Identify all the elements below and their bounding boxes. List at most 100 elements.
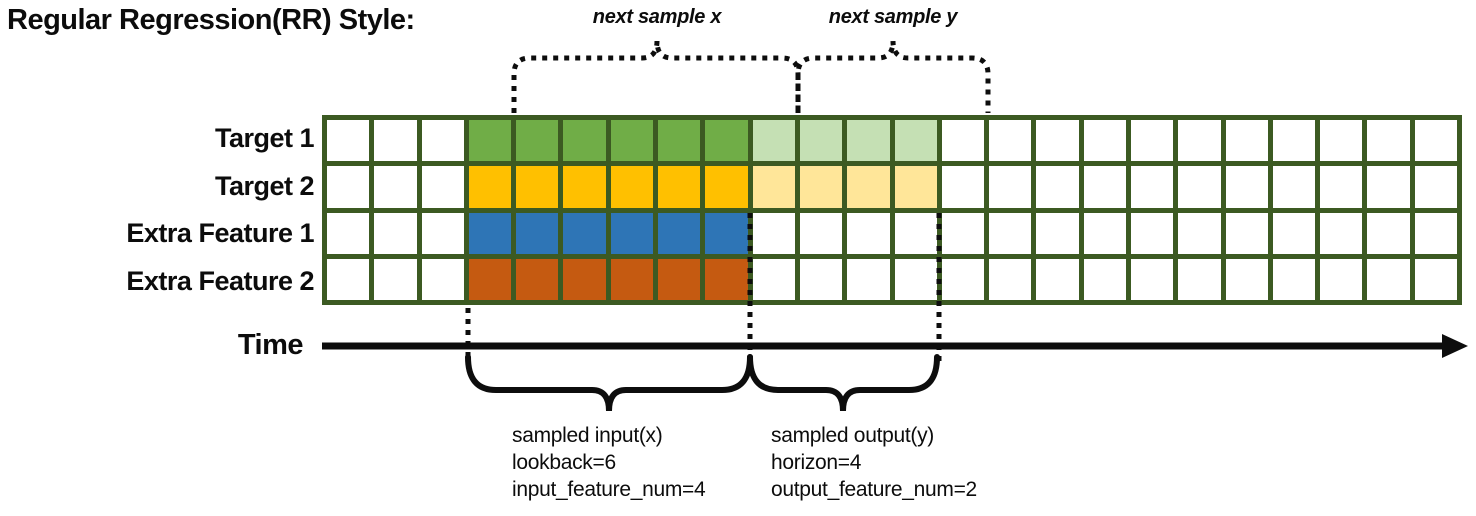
grid-cell <box>847 120 890 162</box>
grid-cell <box>327 120 370 162</box>
grid-cell <box>1178 212 1221 254</box>
grid-cell <box>894 166 937 208</box>
sampled-input-text: sampled input(x) lookback=6 input_featur… <box>512 422 706 503</box>
grid-cell <box>658 120 701 162</box>
grid-cell <box>563 166 606 208</box>
grid-cell <box>705 258 748 300</box>
time-axis-label: Time <box>237 329 304 361</box>
grid-cell <box>1320 120 1363 162</box>
grid-cell <box>1367 212 1410 254</box>
grid-cell <box>421 166 464 208</box>
grid-cell <box>1272 166 1316 208</box>
grid-cell <box>1225 212 1268 254</box>
grid-cell <box>989 212 1032 254</box>
grid-cell <box>327 166 370 208</box>
grid-cell <box>799 166 843 208</box>
grid-cell <box>1225 166 1268 208</box>
grid-cell <box>1130 120 1174 162</box>
grid-cell <box>1083 212 1126 254</box>
grid-cell <box>563 258 606 300</box>
row-label-target-2: Target 2 <box>214 170 315 201</box>
grid-cell <box>1036 166 1079 208</box>
grid-cell <box>941 258 985 300</box>
brace-next-sample-y <box>795 40 991 113</box>
grid-cell <box>1367 258 1410 300</box>
grid-cell <box>1414 166 1457 208</box>
grid-cell <box>847 258 890 300</box>
grid-cell <box>327 258 370 300</box>
grid-cell <box>1178 120 1221 162</box>
grid-cell <box>1414 120 1457 162</box>
grid-cell <box>374 212 417 254</box>
sampled-output-line-3: output_feature_num=2 <box>771 478 977 501</box>
grid-cell <box>468 212 512 254</box>
grid-cell <box>1320 212 1363 254</box>
grid-cell <box>1320 166 1363 208</box>
page-title: Regular Regression(RR) Style: <box>7 4 415 36</box>
sampled-input-line-2: lookback=6 <box>512 451 616 474</box>
grid-cell <box>941 120 985 162</box>
grid-cell <box>1225 120 1268 162</box>
grid-cell <box>374 120 417 162</box>
grid-cell <box>1083 120 1126 162</box>
grid-cell <box>421 212 464 254</box>
grid-cell <box>705 120 748 162</box>
next-sample-x-label: next sample x <box>592 6 722 28</box>
feature-time-grid <box>322 115 1462 305</box>
grid-cell <box>374 258 417 300</box>
grid-cell <box>1083 258 1126 300</box>
grid-cell <box>516 212 559 254</box>
next-sample-y-label: next sample y <box>828 6 958 28</box>
grid-cell <box>1414 212 1457 254</box>
grid-cell <box>468 258 512 300</box>
grid-cell <box>941 166 985 208</box>
brace-next-sample-x <box>511 40 801 113</box>
grid-cell <box>421 120 464 162</box>
grid-cell <box>989 120 1032 162</box>
grid-cell <box>516 258 559 300</box>
grid-cell <box>468 120 512 162</box>
sampled-output-text: sampled output(y) horizon=4 output_featu… <box>771 422 977 503</box>
sampled-output-line-1: sampled output(y) <box>771 424 934 447</box>
grid-cell <box>610 258 654 300</box>
grid-cell <box>1320 258 1363 300</box>
grid-cell <box>847 166 890 208</box>
grid-cell <box>941 212 985 254</box>
grid-cell <box>327 212 370 254</box>
grid-cell <box>752 258 795 300</box>
grid-cell <box>705 212 748 254</box>
grid-cell <box>374 166 417 208</box>
grid-cell <box>421 258 464 300</box>
grid-cell <box>705 166 748 208</box>
grid-cell <box>752 212 795 254</box>
grid-cell <box>610 120 654 162</box>
row-label-target-1: Target 1 <box>214 123 315 153</box>
grid-cell <box>658 258 701 300</box>
time-arrow-head <box>1442 334 1468 358</box>
grid-cell <box>894 120 937 162</box>
grid-cell <box>1036 212 1079 254</box>
grid-cell <box>1130 166 1174 208</box>
grid-cell <box>894 212 937 254</box>
grid-cell <box>1178 166 1221 208</box>
row-label-extra-feature-1: Extra Feature 1 <box>126 218 314 248</box>
grid-cell <box>894 258 937 300</box>
grid-cell <box>1178 258 1221 300</box>
sampled-output-line-2: horizon=4 <box>771 451 862 474</box>
grid-cell <box>1083 166 1126 208</box>
grid-cell <box>516 166 559 208</box>
grid-cell <box>563 212 606 254</box>
grid-cell <box>1130 258 1174 300</box>
grid-cell <box>1130 212 1174 254</box>
grid-cell <box>1272 212 1316 254</box>
grid-cell <box>1272 120 1316 162</box>
sampled-input-line-1: sampled input(x) <box>512 424 663 447</box>
grid-cell <box>516 120 559 162</box>
grid-cell <box>752 166 795 208</box>
grid-cell <box>799 258 843 300</box>
grid-cell <box>1414 258 1457 300</box>
brace-sampled-output <box>747 354 940 412</box>
grid-cell <box>752 120 795 162</box>
grid-cell <box>468 166 512 208</box>
